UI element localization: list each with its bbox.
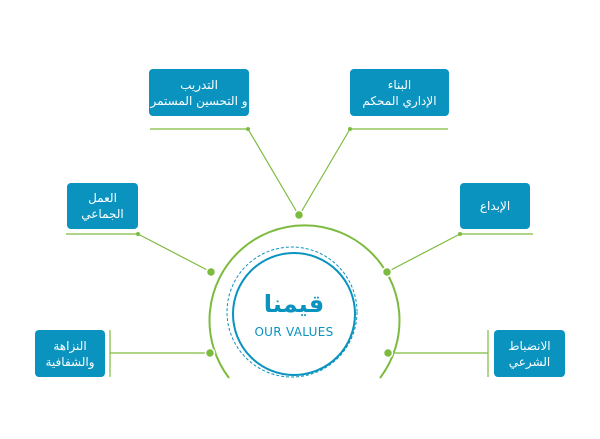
dot: [458, 232, 462, 236]
arc-node: [381, 266, 393, 278]
center-dashed-ring: [226, 246, 358, 378]
value-line: العمل: [88, 191, 117, 205]
value-line: الشرعي: [508, 354, 551, 369]
value-line: والشفافية: [45, 354, 95, 369]
value-line: الإداري المحكم: [362, 93, 437, 108]
value-line: النزاهة: [53, 338, 87, 353]
connector-teamwork-diag: [137, 233, 212, 273]
value-line: و التحسين المستمر: [150, 93, 248, 108]
dot: [348, 127, 352, 131]
center-title-arabic: قيمنا: [263, 290, 325, 318]
dot: [246, 127, 250, 131]
value-line: البناء: [387, 77, 412, 92]
value-line: الجماعي: [81, 207, 124, 221]
connector-training-diag: [247, 128, 299, 215]
center-circle: قيمنا OUR VALUES: [232, 252, 356, 376]
dot: [136, 232, 140, 236]
arc-node: [293, 209, 305, 221]
connector-creativity-diag: [386, 233, 461, 273]
arc-node: [382, 347, 394, 359]
value-line: الإبداع: [479, 199, 511, 213]
value-box-teamwork: العمل الجماعي: [67, 183, 138, 229]
value-line: الانضباط: [508, 338, 551, 353]
arc-node: [204, 347, 216, 359]
value-line: التدريب: [180, 77, 218, 92]
outer-arc: [208, 224, 401, 379]
connector-structure-diag: [299, 128, 351, 215]
value-box-creativity: الإبداع: [460, 183, 530, 229]
arc-node: [205, 266, 217, 278]
center-title-english: OUR VALUES: [254, 325, 334, 339]
